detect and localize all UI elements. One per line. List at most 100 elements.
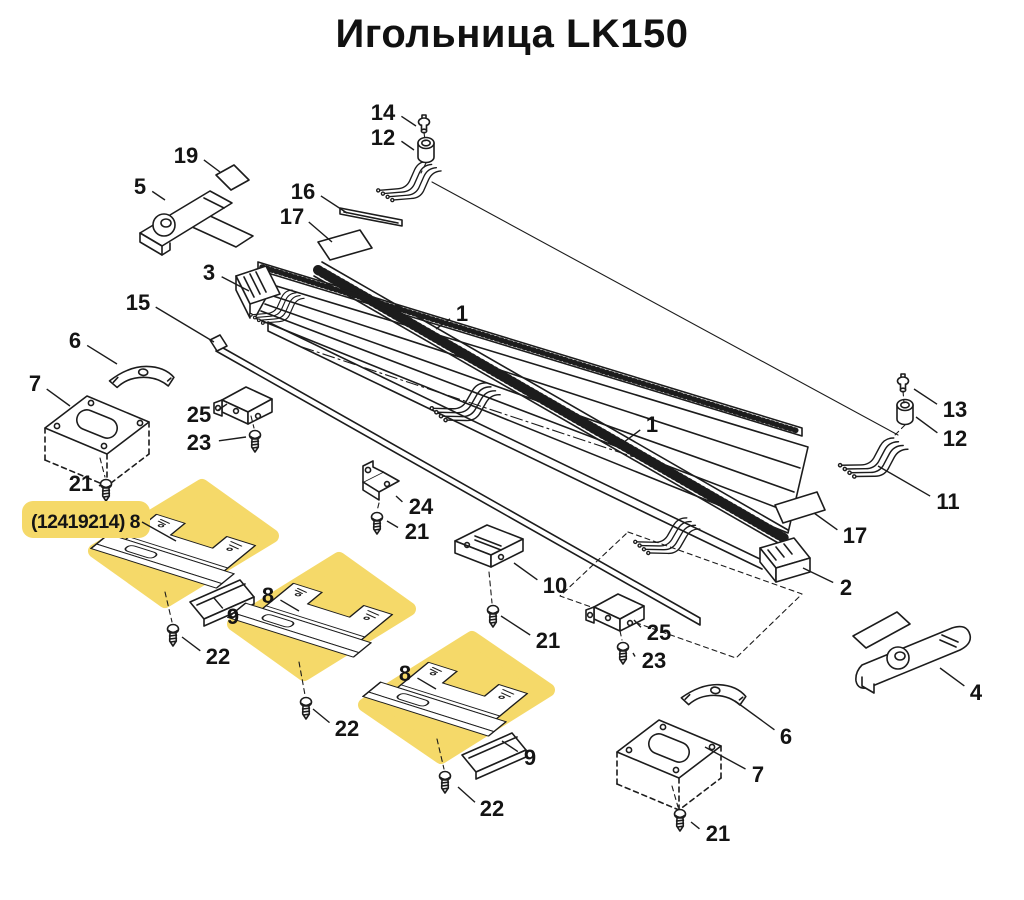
leader-line-9-23 (213, 597, 224, 609)
screw-21-mid-10 (486, 604, 500, 628)
strip-17-left (317, 229, 373, 261)
leader-line-7-34 (704, 746, 746, 770)
part-number-17-5: 17 (280, 204, 304, 229)
part-number-14-0: 14 (371, 100, 396, 125)
leader-line-24-18 (395, 495, 403, 503)
leader-line-21-24 (500, 615, 531, 636)
leader-line-16-4 (320, 195, 348, 214)
screw-22-2 (299, 696, 313, 720)
part-number-4-31: 4 (970, 680, 983, 705)
part-number-10-22: 10 (543, 573, 567, 598)
cap-12-top (417, 136, 435, 164)
screw-21-right (673, 808, 687, 832)
end-block-3 (235, 265, 281, 319)
align-dash-top (420, 131, 427, 174)
part-number-11-16: 11 (936, 489, 959, 514)
bracket-10 (454, 524, 524, 568)
part-number-19-2: 19 (174, 143, 198, 168)
leader-line-22-28 (181, 636, 201, 652)
part-number-1-17: 1 (646, 412, 658, 437)
part-number-12-15: 12 (943, 426, 967, 451)
part-number-15-7: 15 (126, 290, 150, 315)
strip-17-right (774, 491, 826, 524)
part-number-8-29: 8 (399, 661, 411, 686)
part-number-21-13: 21 (69, 471, 93, 496)
bolt-13 (896, 373, 910, 393)
tension-plate-4 (852, 611, 972, 694)
bracket-25-right (585, 593, 645, 632)
screw-23-right (616, 641, 630, 665)
spacer-bar-15 (209, 334, 701, 626)
leader-line-21-13 (98, 484, 102, 487)
bolt-14 (417, 114, 431, 134)
screw-alignment-dashes (99, 415, 679, 808)
wire-bundle-right-mid (630, 506, 703, 566)
leader-line-13-14 (913, 388, 938, 405)
part-number-3-6: 3 (203, 260, 215, 285)
wire-bundle-top (374, 154, 443, 209)
part-number-8-27: 8 (262, 583, 274, 608)
part-number-13-14: 13 (943, 397, 967, 422)
leader-line-25-25 (633, 619, 642, 628)
screw-22-1 (166, 623, 180, 647)
part-number-6-32: 6 (780, 724, 792, 749)
part-number-23-26: 23 (642, 648, 666, 673)
leader-line-3-6 (221, 276, 250, 292)
screw-21-left (99, 478, 113, 502)
leader-line-8-29 (417, 677, 437, 690)
leader-line-23-12 (218, 436, 247, 442)
part-number-22-30: 22 (335, 716, 359, 741)
leader-line-15-7 (155, 306, 215, 343)
bracket-24 (362, 460, 400, 501)
screw-21-mid-24 (370, 511, 384, 535)
part-number-23-12: 23 (187, 430, 211, 455)
part-number-9-23: 9 (227, 604, 239, 629)
part-number-22-28: 22 (206, 644, 230, 669)
part-number-17-20: 17 (843, 523, 867, 548)
part-code-pill: (12419214) 8 (22, 501, 177, 542)
leader-line-12-1 (401, 140, 415, 151)
rail-end-cap-2 (759, 537, 811, 583)
leader-line-19-2 (203, 159, 221, 173)
part-number-16-4: 16 (291, 179, 315, 204)
leader-line-1-17 (623, 429, 641, 443)
leader-line-7-10 (46, 388, 71, 407)
part-number-21-19: 21 (405, 519, 429, 544)
cap-12-right (896, 398, 914, 426)
leader-line-22-35 (457, 786, 476, 803)
leader-line-highlighted-8 (141, 521, 177, 542)
part-number-21-24: 21 (536, 628, 560, 653)
part-number-25-11: 25 (187, 402, 211, 427)
clip-6-right (679, 680, 748, 712)
part-number-22-35: 22 (480, 796, 504, 821)
part-number-6-9: 6 (69, 328, 81, 353)
part-number-24-18: 24 (409, 494, 434, 519)
part-number-12-1: 12 (371, 125, 395, 150)
leader-line-6-32 (734, 700, 775, 731)
cover-plate-7-left (44, 395, 150, 487)
leader-line-10-22 (513, 562, 538, 581)
leader-line-21-19 (386, 520, 399, 529)
leader-line-17-20 (813, 512, 838, 531)
clip-6-left (108, 363, 176, 393)
leader-line-9-33 (501, 740, 519, 753)
align-dash-right (893, 390, 906, 437)
part-number-5-3: 5 (134, 174, 146, 199)
part-number-9-33: 9 (524, 745, 536, 770)
leader-line-11-16 (877, 465, 931, 497)
centerline (301, 346, 665, 468)
page-title: Игольница LK150 (335, 12, 689, 56)
leader-line-25-11 (217, 403, 228, 411)
leader-line-22-30 (312, 708, 330, 724)
part-number-2-21: 2 (840, 575, 852, 600)
leader-line-4-31 (939, 667, 965, 687)
pad-19 (215, 164, 250, 191)
bracket-25-left (213, 386, 273, 425)
top-rail (257, 261, 803, 437)
highlighted-part-label: (12419214) 8 (31, 511, 141, 533)
lower-rail (267, 321, 763, 570)
guide-wire-line (431, 181, 899, 436)
part-number-21-36: 21 (706, 821, 730, 846)
